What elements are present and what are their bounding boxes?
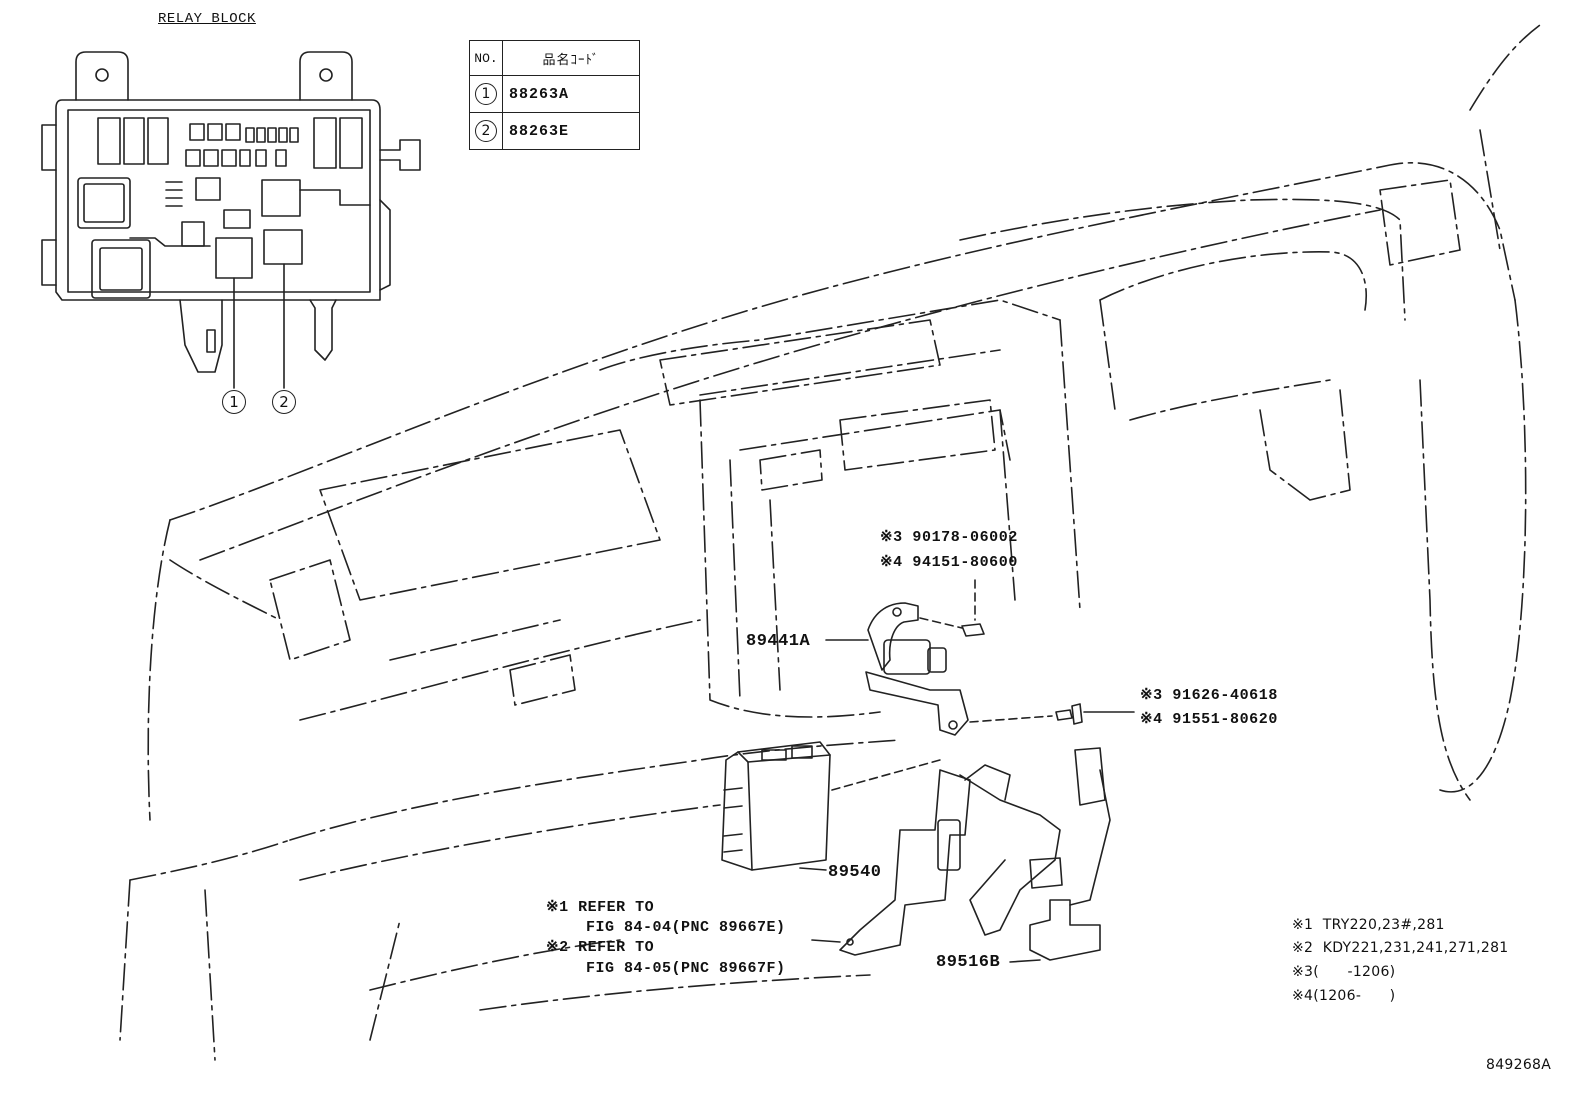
header-no: NO. [469,40,503,76]
row-number: 2 [475,120,497,142]
footnote-2: ※2 KDY221,231,241,271,281 [1292,940,1509,956]
refer-note-1: ※1 REFER TO [546,899,655,916]
footnote-4: ※4(1206- ) [1292,988,1396,1004]
part-label-89516b: 89516B [936,953,1001,972]
row-code: 88263E [502,112,640,150]
ecu-89540-drawing [721,741,941,871]
callout-1: 1 [222,390,246,414]
fastener-upper-line2: ※4 94151-80600 [880,554,1018,571]
screw-drawing [969,703,1135,725]
sensor-89516b-drawing [811,747,1111,963]
instrument-panel-outline [119,24,1541,1061]
fastener-right-line2: ※4 91551-80620 [1140,711,1278,728]
refer-note-2: ※2 REFER TO [546,939,655,956]
refer-note-2-fig: FIG 84-05(PNC 89667F) [586,960,786,977]
row-code: 88263A [502,75,640,113]
table-row: 2 88263E [469,112,640,150]
row-number: 1 [475,83,497,105]
header-code: 品名ｺｰﾄﾞ [502,40,640,76]
refer-note-1-fig: FIG 84-04(PNC 89667E) [586,919,786,936]
table-header-row: NO. 品名ｺｰﾄﾞ [469,40,640,76]
fastener-upper-line1: ※3 90178-06002 [880,529,1018,546]
part-code-table: NO. 品名ｺｰﾄﾞ 1 88263A 2 88263E [469,40,640,150]
part-label-89540: 89540 [828,863,882,882]
relay-block-drawing [41,51,421,389]
footnote-1: ※1 TRY220,23#,281 [1292,917,1445,933]
fastener-right-line1: ※3 91626-40618 [1140,687,1278,704]
sensor-89441a-drawing [825,579,985,736]
figure-number: 849268A [1486,1057,1552,1073]
footnote-3: ※3( -1206) [1292,964,1396,980]
part-label-89441a: 89441A [746,632,811,651]
table-row: 1 88263A [469,75,640,113]
relay-block-title: RELAY BLOCK [158,11,256,27]
callout-2: 2 [272,390,296,414]
